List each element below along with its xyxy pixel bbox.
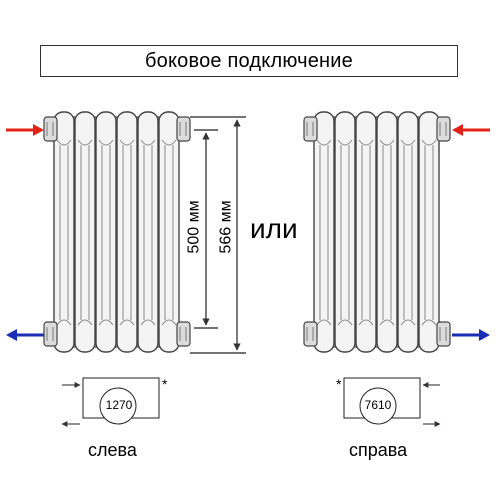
dimension-500-label: 500 мм [185,200,203,254]
radiator-section [313,111,335,353]
radiator-section [158,111,180,353]
outlet-arrow-left [6,329,44,341]
right-scheme-code: 7610 [364,398,392,412]
right-radiator [303,111,451,353]
radiator-section [418,111,440,353]
radiator-section [95,111,117,353]
connection-nipple [43,116,58,142]
connection-type-title: боковое подключение [40,45,458,77]
connection-nipple [176,321,191,347]
radiator-section [53,111,75,353]
connection-nipple [436,116,451,142]
right-connection-scheme [343,377,441,427]
radiator-section [376,111,398,353]
left-scheme-code: 1270 [105,398,133,412]
connection-nipple [303,321,318,347]
radiator-section [397,111,419,353]
radiator-section [116,111,138,353]
or-separator: или [250,213,298,244]
radiator-section [334,111,356,353]
left-connection-scheme [61,377,160,427]
radiator-section [355,111,377,353]
left-scheme-mark: * [162,376,168,392]
inlet-arrow-right [452,124,490,136]
connection-nipple [436,321,451,347]
right-caption: справа [349,440,408,460]
dimension-566-label: 566 мм [217,200,235,254]
right-scheme-mark: * [336,376,342,392]
left-caption: слева [88,440,137,460]
connection-nipple [176,116,191,142]
connection-nipple [43,321,58,347]
connection-nipple [303,116,318,142]
dimension-lines [190,116,246,354]
left-radiator [43,111,191,353]
radiator-section [74,111,96,353]
inlet-arrow-left [6,124,44,136]
radiator-section [137,111,159,353]
outlet-arrow-right [452,329,490,341]
